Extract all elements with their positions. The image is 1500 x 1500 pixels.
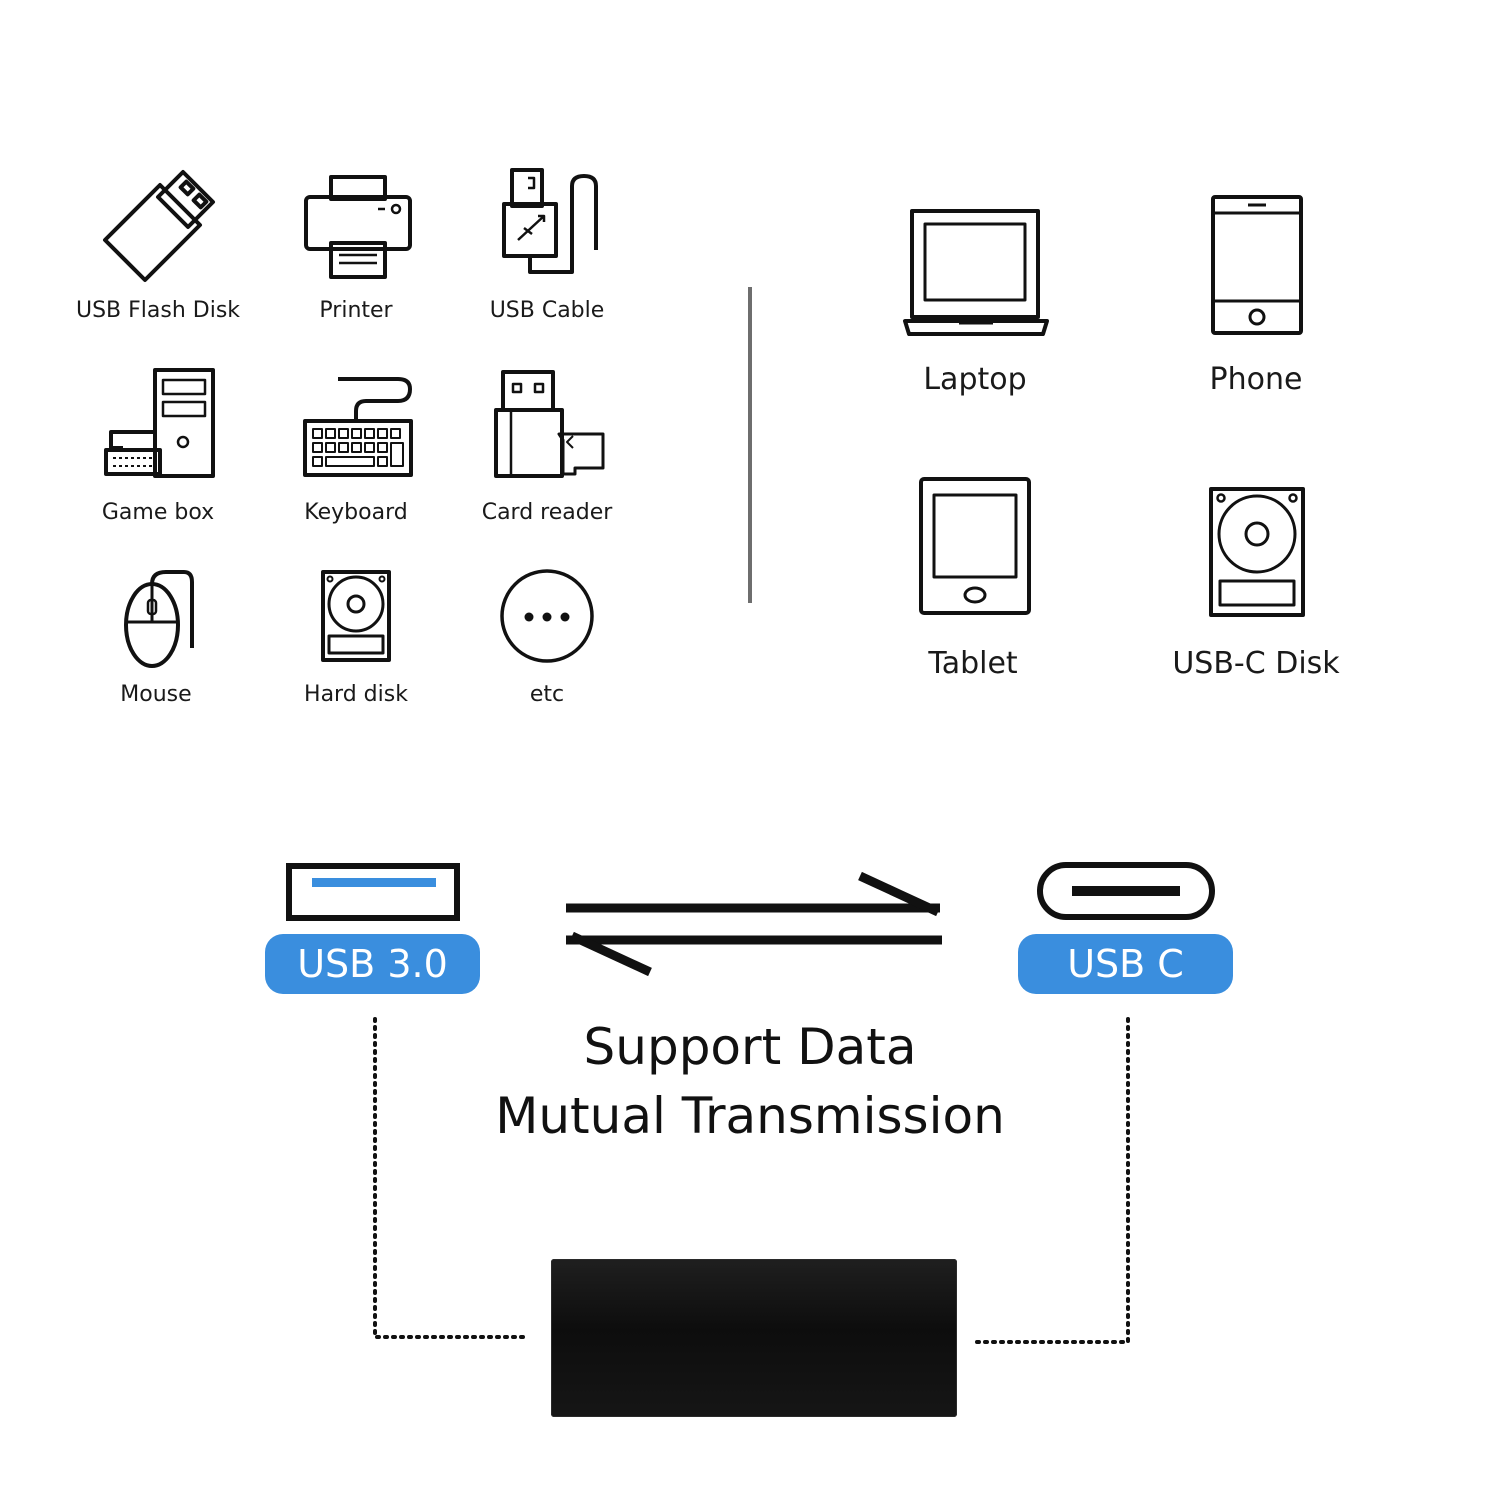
hard-disk-icon: [320, 570, 392, 664]
laptop-label: Laptop: [923, 362, 1027, 397]
usb-3-badge: USB 3.0: [265, 934, 480, 994]
dotted-connector-right: [970, 1015, 1135, 1354]
game-box-icon: [103, 368, 215, 478]
keyboard-icon: [302, 375, 414, 479]
usb-c-disk-icon: [1208, 486, 1306, 618]
card-reader-icon: [493, 370, 608, 480]
section-divider: [748, 287, 752, 603]
hard-disk-label: Hard disk: [304, 682, 408, 707]
mouse-label: Mouse: [120, 682, 192, 707]
usb-flash-disk-icon: [100, 170, 220, 285]
laptop-icon: [903, 208, 1049, 338]
usb-c-disk-label: USB-C Disk: [1172, 646, 1340, 681]
usb-cable-icon: [500, 168, 605, 278]
enclosure-device: [551, 1259, 957, 1417]
game-box-label: Game box: [101, 500, 215, 525]
usb-cable-label: USB Cable: [489, 298, 605, 323]
keyboard-label: Keyboard: [304, 500, 408, 525]
usb-a-port-icon: [286, 863, 462, 923]
phone-label: Phone: [1209, 362, 1303, 397]
card-reader-label: Card reader: [481, 500, 613, 525]
usb-c-port-icon: [1036, 861, 1216, 923]
mouse-icon: [122, 570, 197, 670]
dotted-connector-left: [370, 1015, 530, 1349]
headline-line-2: Mutual Transmission: [495, 1087, 1005, 1145]
more-icon: [500, 569, 596, 665]
tablet-label: Tablet: [928, 646, 1018, 681]
headline-line-1: Support Data: [583, 1018, 917, 1076]
usb-c-badge: USB C: [1018, 934, 1233, 994]
printer-icon: [303, 175, 413, 280]
etc-label: etc: [529, 682, 565, 707]
usb-flash-disk-label: USB Flash Disk: [75, 298, 241, 323]
tablet-icon: [918, 476, 1034, 616]
bidirectional-arrows-icon: [566, 870, 946, 980]
phone-icon: [1210, 195, 1306, 337]
printer-label: Printer: [319, 298, 393, 323]
